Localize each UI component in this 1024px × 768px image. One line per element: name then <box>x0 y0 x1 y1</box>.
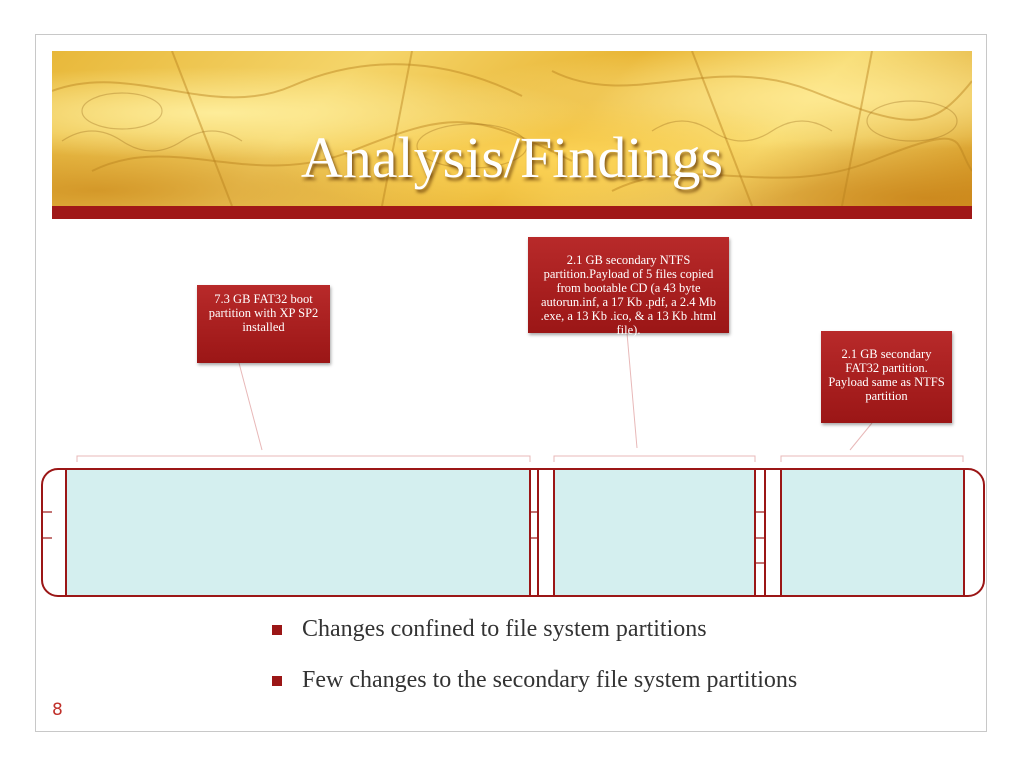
banner-texture <box>52 51 972 206</box>
callout-boot-partition: 7.3 GB FAT32 boot partition with XP SP2 … <box>197 285 330 363</box>
bullet-list: Changes confined to file system partitio… <box>270 614 970 716</box>
leader-fat32 <box>849 422 873 451</box>
callout-ntfs-partition: 2.1 GB secondary NTFS partition.Payload … <box>528 237 729 337</box>
leader-ntfs <box>626 332 638 449</box>
bracket-boot-partition <box>76 455 531 462</box>
title-banner <box>52 51 972 206</box>
bracket-fat32-partition <box>780 455 964 462</box>
square-bullet-icon <box>272 625 282 635</box>
square-bullet-icon <box>272 676 282 686</box>
leader-boot <box>238 362 263 451</box>
page-number: 8 <box>52 700 63 720</box>
slide-frame <box>35 34 987 732</box>
title-underline-bar <box>52 206 972 219</box>
bullet-text: Changes confined to file system partitio… <box>302 616 707 642</box>
bullet-item: Changes confined to file system partitio… <box>270 614 970 644</box>
callout-fat32-partition: 2.1 GB secondary FAT32 partition. Payloa… <box>821 331 952 423</box>
disk-outline <box>41 468 985 597</box>
bullet-text: Few changes to the secondary file system… <box>302 667 798 693</box>
bracket-ntfs-partition <box>553 455 756 462</box>
bullet-item: Few changes to the secondary file system… <box>270 665 970 695</box>
slide-title: Analysis/Findings <box>300 125 724 190</box>
disk-bar <box>41 468 985 597</box>
